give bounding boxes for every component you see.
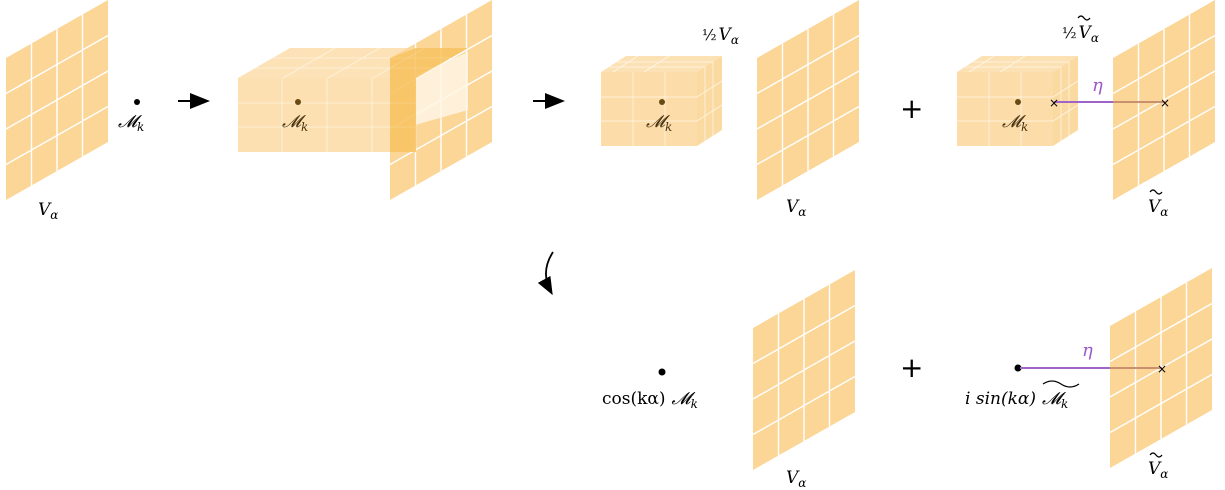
curved-arrow-down: [537, 251, 554, 296]
tilde-mark-1: [1077, 15, 1091, 21]
plane-v-alpha-3: [752, 269, 856, 471]
wide-tilde-mark: [1042, 380, 1080, 388]
point-isin-m-k: [1014, 364, 1022, 372]
point-cos-m-k: [658, 368, 666, 376]
tilde-mark-2: [1149, 189, 1163, 195]
label-v-alpha-tilde-2: Vα: [1148, 459, 1168, 481]
label-cos-m-k: cos(kα)𝓜k: [602, 389, 698, 411]
label-eta-2: η: [1082, 340, 1093, 361]
label-isin-m-k: i sin(kα)𝓜k: [965, 389, 1068, 411]
label-m-k-2: 𝓜k: [282, 112, 308, 134]
label-v-alpha-tilde-1: Vα: [1148, 197, 1168, 219]
point-m-k-2: [295, 99, 301, 105]
label-eta-1: η: [1092, 75, 1103, 96]
plus-sign-1: +: [900, 92, 923, 125]
plus-sign-2: +: [900, 351, 923, 384]
point-m-k-4: [1015, 99, 1021, 105]
label-m-k-4: 𝓜k: [1002, 112, 1028, 134]
point-m-k-1: [134, 99, 140, 105]
plane-v-alpha-1: [5, 0, 109, 201]
cross-mark-1b: ×: [1160, 96, 1170, 110]
box-with-plane: [238, 0, 493, 200]
label-v-alpha-3: Vα: [786, 468, 806, 490]
label-m-k-1: 𝓜k: [118, 112, 144, 134]
tilde-mark-3: [1149, 452, 1163, 458]
plane-v-alpha-2: [756, 0, 860, 201]
point-m-k-3: [659, 99, 665, 105]
label-v-alpha-2: Vα: [786, 197, 806, 219]
label-v-alpha-1: Vα: [38, 200, 58, 222]
cross-mark-1a: ×: [1049, 96, 1059, 110]
label-m-k-3: 𝓜k: [646, 112, 672, 134]
cross-mark-2: ×: [1157, 362, 1167, 376]
